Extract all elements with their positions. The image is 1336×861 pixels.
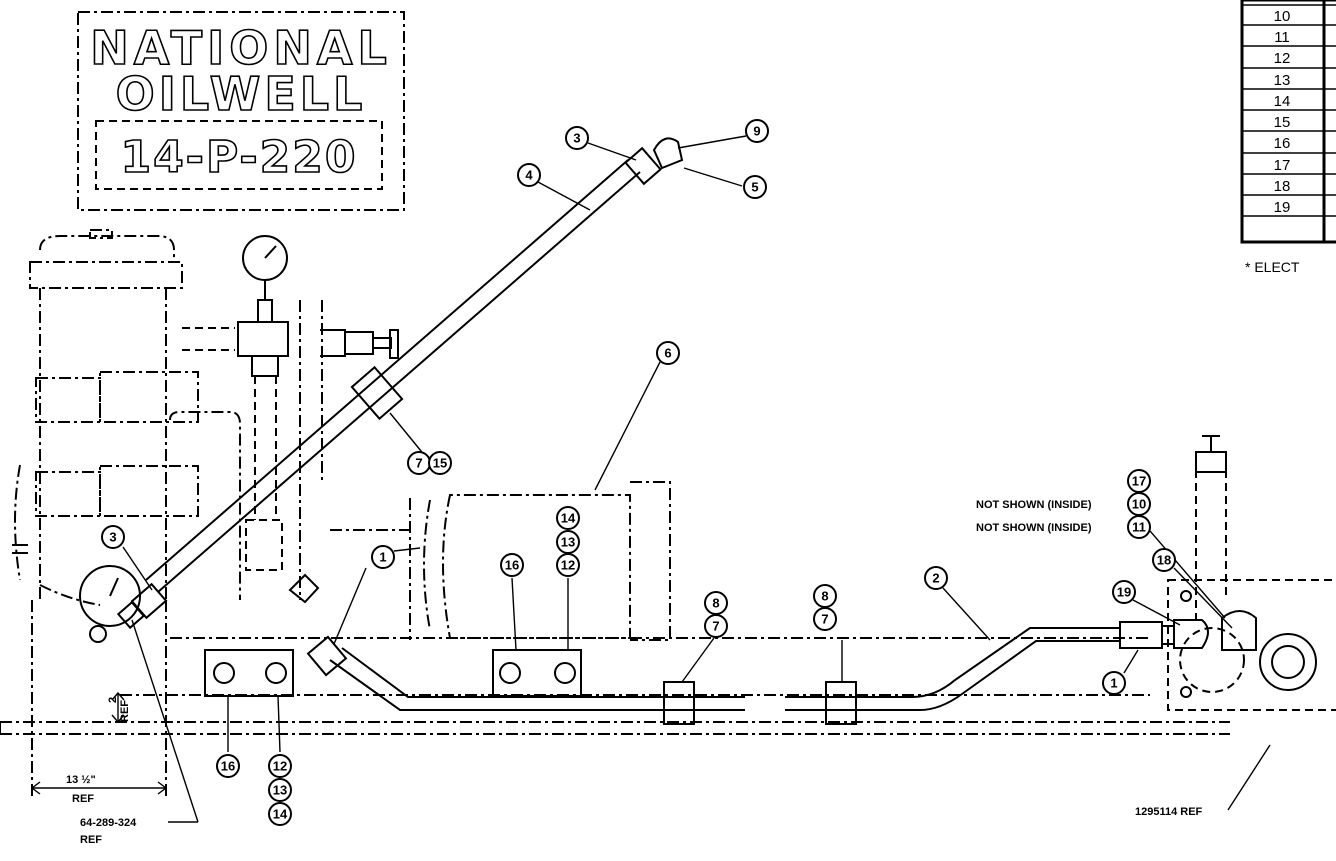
callout-14-top: 14 xyxy=(556,506,580,530)
table-row-15: 15 xyxy=(1274,114,1291,131)
callout-12-top: 12 xyxy=(556,553,580,577)
svg-text:7: 7 xyxy=(415,456,422,471)
svg-text:15: 15 xyxy=(433,456,447,471)
table-footnote: * ELECT xyxy=(1245,259,1300,275)
svg-text:17: 17 xyxy=(1132,474,1146,489)
callout-5: 5 xyxy=(743,175,767,199)
svg-text:16: 16 xyxy=(221,759,235,774)
pump-block xyxy=(1167,435,1336,711)
callout-10: 10 xyxy=(1127,492,1151,516)
diagonal-hose xyxy=(79,137,684,643)
callout-7-right: 7 xyxy=(813,607,837,631)
svg-text:11: 11 xyxy=(1132,520,1146,535)
svg-text:6: 6 xyxy=(664,346,671,361)
lower-hose xyxy=(306,635,745,725)
callout-7-left: 7 xyxy=(704,614,728,638)
table-row-16: 16 xyxy=(1274,135,1291,152)
right-hose xyxy=(785,619,1209,725)
svg-text:18: 18 xyxy=(1157,553,1171,568)
callout-12-bottom: 12 xyxy=(268,754,292,778)
svg-text:13: 13 xyxy=(273,783,287,798)
callout-4: 4 xyxy=(517,163,541,187)
callout-15: 15 xyxy=(428,451,452,475)
svg-text:3: 3 xyxy=(573,131,580,146)
leader-lines xyxy=(122,135,1271,823)
callout-18: 18 xyxy=(1152,548,1176,572)
svg-text:4: 4 xyxy=(525,168,533,183)
callout-17: 17 xyxy=(1127,469,1151,493)
callout-6: 6 xyxy=(656,341,680,365)
table-row-17: 17 xyxy=(1274,157,1291,174)
callout-3-left: 3 xyxy=(101,525,125,549)
parts-table: 10 11 12 13 14 15 16 17 18 19 xyxy=(1240,0,1336,244)
dim-13-half: 13 ½" xyxy=(66,774,96,786)
mounting-blocks xyxy=(204,649,582,697)
filter-housing xyxy=(12,229,241,800)
svg-text:7: 7 xyxy=(712,619,719,634)
callouts: 3 9 4 5 6 7 15 14 13 12 16 1 3 8 7 8 7 2… xyxy=(101,119,1176,826)
callout-19: 19 xyxy=(1112,580,1136,604)
table-row-13: 13 xyxy=(1274,72,1291,89)
callout-16-bottom: 16 xyxy=(216,754,240,778)
notes: NOT SHOWN (INSIDE) NOT SHOWN (INSIDE) 2 … xyxy=(66,499,1203,846)
nameplate: NATIONAL OILWELL 14-P-220 xyxy=(77,11,405,211)
nameplate-line1: NATIONAL xyxy=(90,21,392,75)
svg-text:1: 1 xyxy=(379,550,386,565)
note-not-shown-10: NOT SHOWN (INSIDE) xyxy=(976,499,1092,511)
callout-8-left: 8 xyxy=(704,591,728,615)
callout-11: 11 xyxy=(1127,515,1151,539)
dim-2: 2 xyxy=(107,697,119,703)
svg-text:13: 13 xyxy=(561,535,575,550)
callout-13-top: 13 xyxy=(556,530,580,554)
table-row-10: 10 xyxy=(1274,8,1291,25)
callout-16-top: 16 xyxy=(500,553,524,577)
svg-text:12: 12 xyxy=(273,759,287,774)
svg-text:10: 10 xyxy=(1132,497,1146,512)
callout-2: 2 xyxy=(924,566,948,590)
svg-text:12: 12 xyxy=(561,558,575,573)
svg-text:9: 9 xyxy=(753,124,760,139)
svg-text:7: 7 xyxy=(821,612,828,627)
note-not-shown-11: NOT SHOWN (INSIDE) xyxy=(976,522,1092,534)
callout-14-bottom: 14 xyxy=(268,802,292,826)
svg-text:14: 14 xyxy=(561,511,576,526)
svg-text:3: 3 xyxy=(109,530,116,545)
dim-2-ref: REF xyxy=(119,700,131,722)
nameplate-line2: OILWELL xyxy=(116,67,367,121)
table-row-11: 11 xyxy=(1274,29,1290,46)
callout-3-top: 3 xyxy=(565,126,589,150)
nameplate-model: 14-P-220 xyxy=(120,132,357,183)
callout-9: 9 xyxy=(745,119,769,143)
svg-text:8: 8 xyxy=(821,589,828,604)
callout-13-bottom: 13 xyxy=(268,778,292,802)
table-row-12: 12 xyxy=(1274,50,1291,67)
svg-text:8: 8 xyxy=(712,596,719,611)
gauge-valve-assembly xyxy=(182,235,399,604)
table-row-19: 19 xyxy=(1274,199,1291,216)
callout-1-left: 1 xyxy=(371,545,395,569)
table-row-18: 18 xyxy=(1274,178,1291,195)
dimensions xyxy=(30,691,168,795)
svg-text:2: 2 xyxy=(932,571,939,586)
motor xyxy=(423,481,671,641)
svg-text:19: 19 xyxy=(1117,585,1131,600)
svg-text:14: 14 xyxy=(273,807,288,822)
dim-13-ref: REF xyxy=(72,793,94,805)
callout-7-mid: 7 xyxy=(407,451,431,475)
table-row-14: 14 xyxy=(1274,93,1291,110)
ref-1295114: 1295114 REF xyxy=(1135,806,1203,818)
ref-64-289-324-ref: REF xyxy=(80,834,102,846)
svg-text:5: 5 xyxy=(751,180,758,195)
callout-1-right: 1 xyxy=(1102,671,1126,695)
callout-8-right: 8 xyxy=(813,584,837,608)
ref-64-289-324: 64-289-324 xyxy=(80,817,137,829)
svg-text:16: 16 xyxy=(505,558,519,573)
svg-text:1: 1 xyxy=(1110,676,1117,691)
